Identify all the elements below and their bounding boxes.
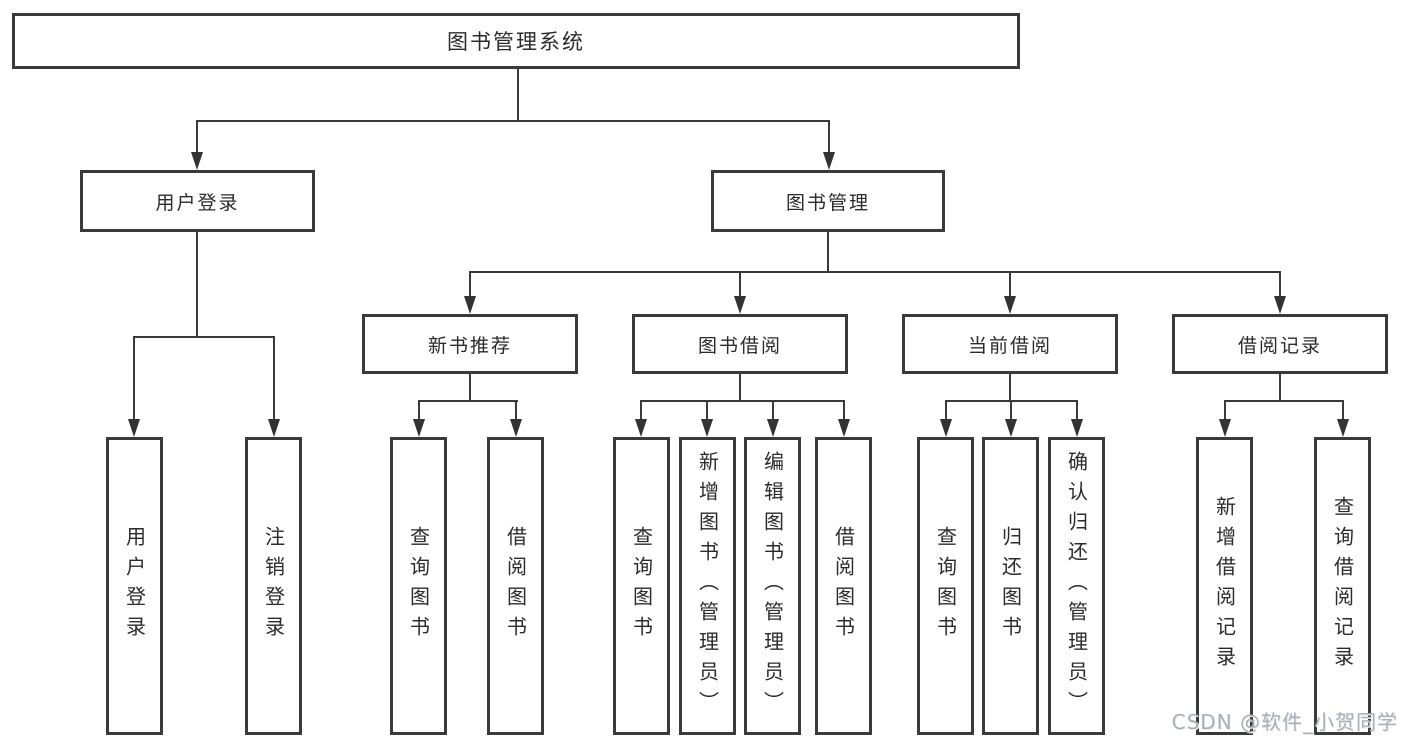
connector-line [133,336,135,421]
arrow-down-icon [268,419,280,437]
connector-line [196,232,198,338]
node-leaf-return-book: 归还图书 [982,437,1039,735]
node-book-management-label: 图书管理 [785,191,870,214]
arrow-down-icon [635,419,647,437]
node-leaf-add-book-admin: 新增图书（管理员） [679,437,736,735]
node-leaf-borrow-query-book-label: 查询图书 [629,526,654,646]
node-leaf-recommend-query-book: 查询图书 [390,437,447,735]
node-leaf-recommend-query-book-label: 查询图书 [406,526,431,646]
arrow-down-icon [823,152,835,170]
connector-line [418,400,420,421]
connector-line [1342,400,1344,421]
arrow-down-icon [838,419,850,437]
connector-line [843,400,845,421]
connector-line [196,120,830,122]
connector-line [739,374,741,402]
connector-line [945,400,947,421]
connector-line [1279,374,1281,402]
connector-line [1224,400,1226,421]
node-leaf-return-book-label: 归还图书 [998,526,1023,646]
node-new-book-recommend-label: 新书推荐 [427,334,512,357]
connector-line [1279,271,1281,298]
node-leaf-borrow-book: 借阅图书 [815,437,872,735]
node-root-label: 图书管理系统 [447,30,585,54]
node-root: 图书管理系统 [12,13,1020,69]
watermark: CSDN @软件_小贺同学 [1171,710,1398,734]
node-current-borrow: 当前借阅 [902,314,1118,374]
node-leaf-logout-label: 注销登录 [261,526,286,646]
node-current-borrow-label: 当前借阅 [967,334,1052,357]
node-leaf-query-borrow-record: 查询借阅记录 [1314,437,1371,735]
connector-line [418,400,518,402]
connector-line [469,374,471,402]
connector-line [469,271,1281,273]
connector-line [133,336,275,338]
node-borrow-record: 借阅记录 [1172,314,1388,374]
connector-line [640,400,642,421]
node-borrow-record-label: 借阅记录 [1237,334,1322,357]
connector-line [1009,271,1011,298]
node-leaf-add-book-admin-label: 新增图书（管理员） [695,451,720,721]
connector-line [739,271,741,298]
node-leaf-edit-book-admin: 编辑图书（管理员） [744,437,801,735]
arrow-down-icon [413,419,425,437]
connector-line [1224,400,1344,402]
node-leaf-logout: 注销登录 [245,437,302,735]
arrow-down-icon [701,419,713,437]
arrow-down-icon [128,419,140,437]
node-leaf-borrow-book-label: 借阅图书 [831,526,856,646]
arrow-down-icon [1004,296,1016,314]
node-leaf-current-query-book: 查询图书 [917,437,974,735]
arrow-down-icon [1337,419,1349,437]
connector-line [1009,374,1011,402]
connector-line [517,68,519,122]
node-leaf-confirm-return-admin-label: 确认归还（管理员） [1064,451,1089,721]
node-leaf-user-login-label: 用户登录 [122,526,147,646]
arrow-down-icon [940,419,952,437]
node-new-book-recommend: 新书推荐 [362,314,578,374]
connector-line [772,400,774,421]
node-leaf-confirm-return-admin: 确认归还（管理员） [1048,437,1105,735]
connector-line [1076,400,1078,421]
node-leaf-current-query-book-label: 查询图书 [933,526,958,646]
connector-line [515,400,517,421]
connector-line [828,120,830,153]
connector-line [1010,400,1012,421]
arrow-down-icon [734,296,746,314]
arrow-down-icon [1071,419,1083,437]
node-user-login: 用户登录 [80,170,315,232]
node-leaf-add-borrow-record: 新增借阅记录 [1196,437,1253,735]
node-leaf-borrow-query-book: 查询图书 [613,437,670,735]
connector-line [640,400,845,402]
node-user-login-label: 用户登录 [155,191,240,214]
connector-line [469,271,471,298]
arrow-down-icon [1274,296,1286,314]
node-book-management: 图书管理 [711,170,945,232]
node-leaf-add-borrow-record-label: 新增借阅记录 [1212,496,1237,676]
arrow-down-icon [464,296,476,314]
node-leaf-user-login: 用户登录 [106,437,163,735]
node-leaf-recommend-borrow-book-label: 借阅图书 [503,526,528,646]
arrow-down-icon [1219,419,1231,437]
node-book-borrow: 图书借阅 [632,314,848,374]
arrow-down-icon [1005,419,1017,437]
arrow-down-icon [510,419,522,437]
connector-line [273,336,275,421]
node-leaf-edit-book-admin-label: 编辑图书（管理员） [760,451,785,721]
arrow-down-icon [767,419,779,437]
connector-line [827,232,829,273]
node-leaf-recommend-borrow-book: 借阅图书 [487,437,544,735]
arrow-down-icon [191,152,203,170]
connector-line [706,400,708,421]
node-leaf-query-borrow-record-label: 查询借阅记录 [1330,496,1355,676]
node-book-borrow-label: 图书借阅 [697,334,782,357]
connector-line [196,120,198,153]
